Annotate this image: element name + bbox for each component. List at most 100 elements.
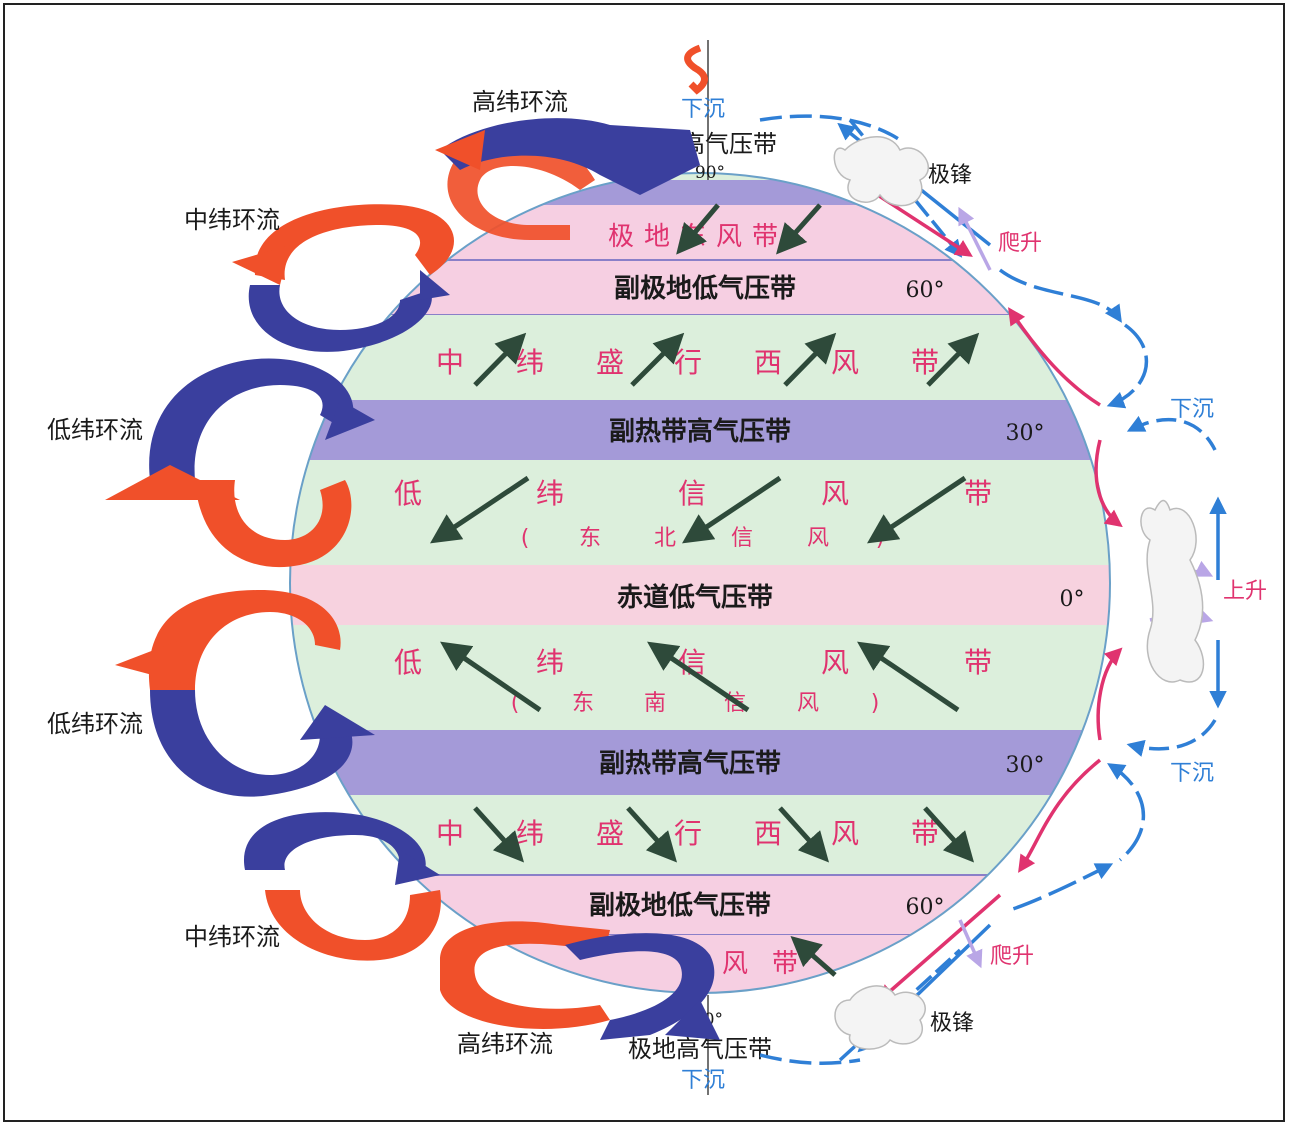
wind-char: 东	[572, 691, 594, 716]
trade-wind-arrow	[440, 641, 542, 713]
upper-flow-arrow	[1009, 863, 1114, 912]
climb-label-n: 爬升	[998, 231, 1042, 256]
wind-char: 带	[964, 477, 992, 510]
cell-label-mid-n: 中纬环流	[184, 206, 280, 234]
wind-char: 盛	[596, 346, 624, 379]
wind-char: 西	[754, 817, 782, 850]
trade-wind-arrow	[867, 475, 967, 544]
climb-arrow	[958, 919, 983, 969]
wind-char: 带	[911, 817, 939, 850]
cloud-icon	[834, 985, 926, 1050]
wind-char: 风	[722, 949, 748, 979]
trade-wind-arrow	[682, 475, 782, 544]
cell-label-mid-s: 中纬环流	[184, 923, 280, 951]
band-subtropical-high-s	[290, 730, 1110, 795]
polar-easterly-arrow	[790, 936, 837, 977]
belt-label-polar-high-s: 极地高气压带	[628, 1035, 772, 1063]
polar-easterly-arrow	[776, 203, 822, 255]
upper-flow	[759, 114, 901, 142]
sink-arrow	[1126, 415, 1217, 451]
wind-char: 盛	[596, 817, 624, 850]
wind-char: 带	[911, 346, 939, 379]
wind-char: 风	[797, 691, 819, 716]
belt-label-subpolar-low-s: 副极地低气压带	[589, 890, 771, 921]
climb-label-s: 爬升	[990, 944, 1034, 969]
wind-char: 风	[821, 477, 849, 510]
cell-high-s: 高纬环流	[440, 921, 720, 1058]
image-border	[3, 3, 1285, 1122]
trade-wind-arrow	[430, 475, 530, 544]
wind-char: 西	[754, 346, 782, 379]
sink-label-n: 下沉	[1170, 397, 1214, 422]
upper-flow-arrow	[1107, 763, 1146, 862]
westerly-arrow	[473, 806, 525, 863]
sink-arrow	[1106, 323, 1149, 409]
cell-mid-s: 中纬环流	[184, 812, 441, 961]
wind-char: 纬	[536, 477, 564, 510]
belt-label-subtropical-high-s: 副热带高气压带	[599, 748, 781, 779]
trade-wind-arrow	[857, 641, 960, 713]
earth-rotation-icon	[684, 44, 708, 95]
wind-char: 行	[674, 817, 702, 850]
wind-char: 信	[731, 526, 753, 551]
climb-arrow	[877, 893, 1002, 1003]
cell-label-low-s: 低纬环流	[47, 710, 143, 738]
sink-arrow	[1126, 719, 1217, 757]
westerly-arrow	[626, 806, 678, 863]
surface-flow-arrow	[1096, 647, 1123, 741]
westerlies-n-label: 中 纬 盛 行 西 风 带	[436, 346, 939, 379]
cell-low-s: 低纬环流	[47, 590, 375, 797]
cloud-icon	[833, 136, 929, 207]
polar-front-label-n: 极锋	[928, 163, 972, 188]
wind-char: (	[511, 691, 520, 716]
westerly-arrow	[926, 332, 980, 387]
wind-char: (	[521, 526, 530, 551]
cell-low-n: 低纬环流	[47, 358, 375, 568]
wind-char: 风	[831, 817, 859, 850]
lat-label-60-n: 60°	[906, 278, 945, 303]
wind-char: 纬	[536, 646, 564, 679]
lat-label-30-n: 30°	[1006, 421, 1045, 446]
wind-char: 北	[654, 526, 676, 551]
westerly-arrow	[778, 806, 830, 863]
wind-char: 南	[644, 691, 666, 716]
rise-label: 上升	[1223, 579, 1267, 604]
trade-wind-arrow	[647, 641, 750, 713]
sink-label-bottom: 下沉	[681, 1068, 725, 1093]
westerlies-s-label: 中 纬 盛 行 西 风 带	[436, 817, 939, 850]
cloud-icon	[1140, 499, 1205, 683]
wind-char: 低	[394, 646, 422, 679]
cell-high-n: 高纬环流	[435, 88, 700, 240]
wind-char: )	[871, 691, 880, 716]
upper-flow	[759, 1053, 861, 1065]
westerly-arrow	[783, 332, 837, 387]
wind-char: 带	[964, 646, 992, 679]
westerly-arrow	[923, 806, 975, 863]
westerly-arrow	[473, 332, 527, 387]
lat-label-30-s: 30°	[1006, 753, 1045, 778]
sink-label-s: 下沉	[1170, 761, 1214, 786]
wind-char: 低	[394, 477, 422, 510]
lat-label-90-n: 90°	[695, 163, 725, 183]
wind-char: 中	[436, 346, 464, 379]
surface-flow-arrow	[1094, 439, 1123, 528]
lat-label-0: 0°	[1060, 587, 1085, 612]
belt-label-equator: 赤道低气压带	[617, 582, 773, 613]
polar-front-label-s: 极锋	[930, 1011, 974, 1036]
circulation-cells: 高纬环流 中纬环流 低纬环流 低纬环流	[47, 88, 720, 1058]
cell-label-high-n: 高纬环流	[472, 88, 568, 116]
wind-char: 风	[807, 526, 829, 551]
sink-label-top: 下沉	[681, 97, 725, 122]
belt-label-subpolar-low-n: 副极地低气压带	[614, 273, 796, 304]
cell-mid-n: 中纬环流	[184, 204, 454, 352]
upper-flow-arrow	[998, 268, 1122, 323]
lat-label-60-s: 60°	[906, 895, 945, 920]
wind-char: 信	[678, 477, 706, 510]
wind-char: 东	[579, 526, 601, 551]
climb-arrow	[958, 206, 992, 271]
belt-label-subtropical-high-n: 副热带高气压带	[609, 416, 791, 447]
westerly-arrow	[630, 332, 685, 387]
cell-label-low-n: 低纬环流	[47, 416, 143, 444]
